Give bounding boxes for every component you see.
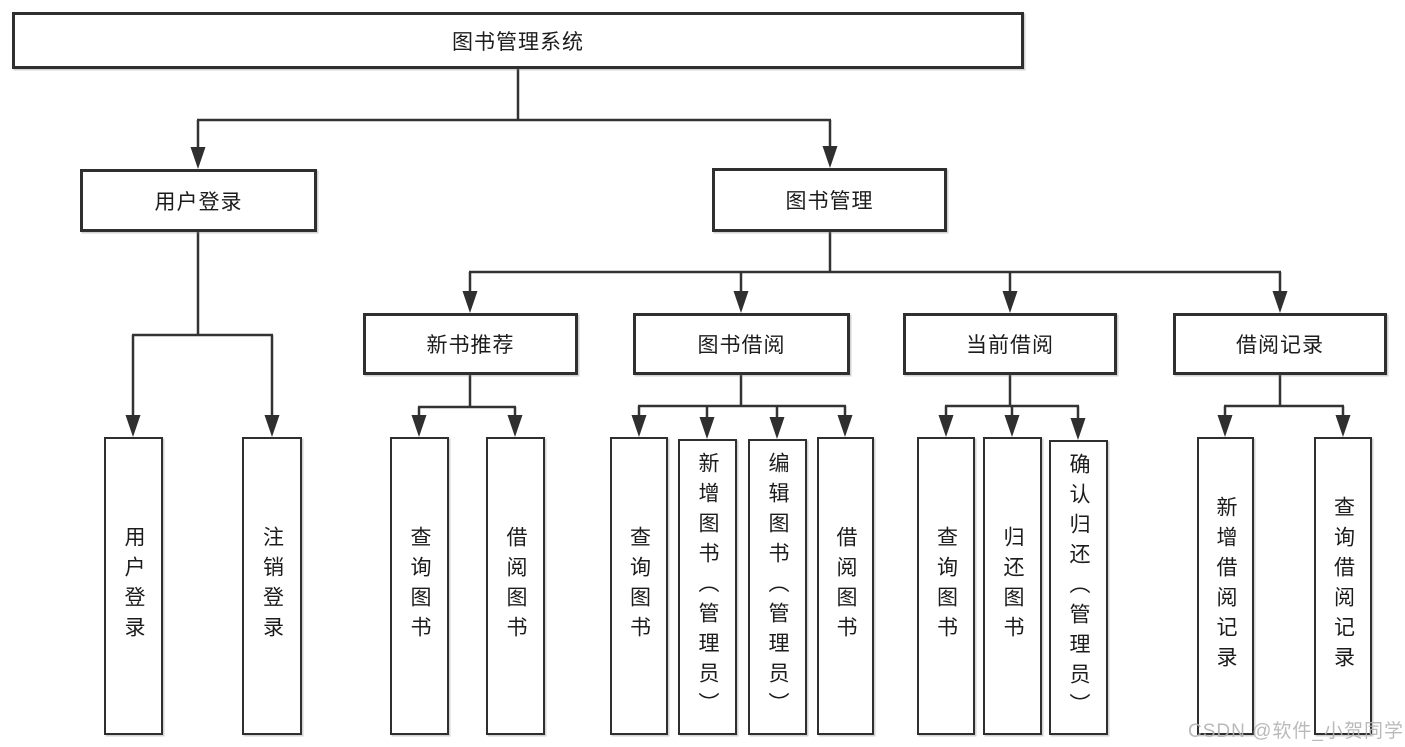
leaf-query-books-recommend: 查询图书 [390,437,449,735]
csdn-watermark: CSDN @软件_小贺同学 [1188,721,1404,742]
leaf-query-books-current: 查询图书 [917,437,975,735]
leaf-user-login: 用户登录 [104,437,163,735]
leaf-borrow-books-recommend: 借阅图书 [486,437,545,735]
leaf-query-books-borrow: 查询图书 [610,437,668,735]
node-new-book-recommendation: 新书推荐 [363,313,578,375]
node-library-management-system: 图书管理系统 [12,12,1024,69]
leaf-add-borrow-record: 新增借阅记录 [1197,437,1254,735]
node-borrowing-records: 借阅记录 [1173,313,1387,375]
leaf-add-books-admin: 新增图书（管理员） [678,439,737,735]
node-current-borrowing: 当前借阅 [903,313,1117,375]
leaf-confirm-return-admin: 确认归还（管理员） [1049,440,1108,735]
leaf-logout-login: 注销登录 [242,437,302,735]
leaf-query-borrow-record: 查询借阅记录 [1314,437,1372,735]
leaf-borrow-books-borrow: 借阅图书 [817,437,874,735]
node-book-management: 图书管理 [712,168,947,232]
node-user-login: 用户登录 [80,169,317,232]
leaf-edit-books-admin: 编辑图书（管理员） [748,439,807,735]
node-book-borrowing: 图书借阅 [633,313,850,375]
leaf-return-books: 归还图书 [983,437,1042,735]
